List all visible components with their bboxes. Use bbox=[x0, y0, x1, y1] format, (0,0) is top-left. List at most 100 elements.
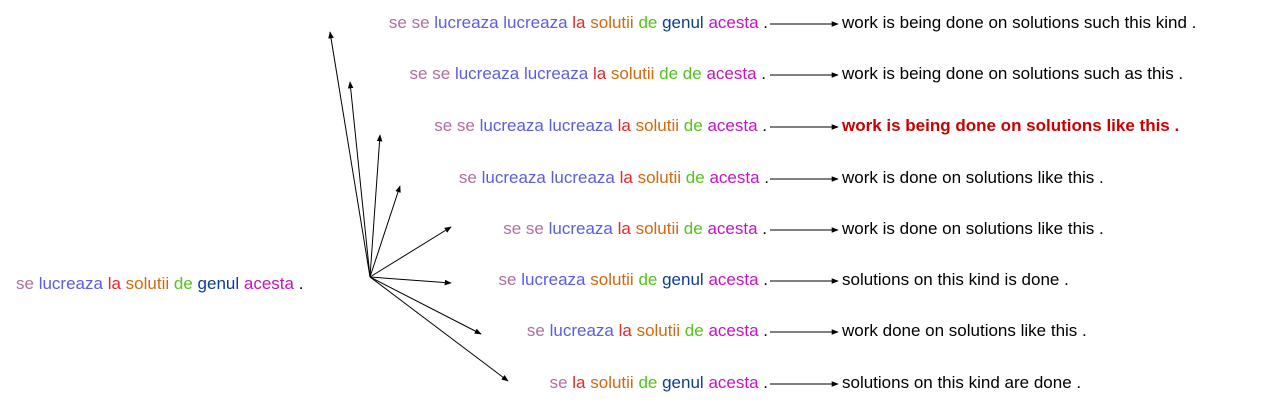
source-token: la bbox=[107, 274, 121, 293]
variant-sentence: se lucreaza la solutii de acesta . bbox=[527, 321, 768, 341]
variant-token: lucreaza bbox=[521, 270, 586, 289]
variant-token: lucreaza bbox=[481, 168, 546, 187]
variant-sentence: se se lucreaza lucreaza la solutii de de… bbox=[410, 64, 766, 84]
variant-token: lucreaza bbox=[479, 116, 544, 135]
branch-arrow bbox=[369, 276, 482, 335]
translation: work is being done on solutions such as … bbox=[842, 64, 1184, 83]
variant-token: se bbox=[388, 13, 407, 32]
variant-token: de bbox=[638, 270, 658, 289]
variant-token: solutii bbox=[635, 116, 680, 135]
branch-arrow bbox=[328, 31, 371, 278]
variant-token: lucreaza bbox=[523, 64, 589, 83]
variant-sentence: se se lucreaza lucreaza la solutii de ge… bbox=[389, 13, 768, 33]
branch-arrow bbox=[369, 185, 401, 278]
variant-token: acesta bbox=[708, 270, 759, 289]
variant-token: de bbox=[683, 116, 703, 135]
translation: solutions on this kind is done . bbox=[842, 270, 1069, 289]
variant-token: se bbox=[409, 64, 428, 83]
translation: solutions on this kind are done . bbox=[842, 373, 1082, 392]
translation: work done on solutions like this . bbox=[842, 321, 1087, 340]
variant-token: acesta bbox=[708, 373, 759, 392]
variant-token: la bbox=[572, 13, 586, 32]
variant-token: . bbox=[762, 219, 767, 238]
variant-token: de bbox=[685, 168, 705, 187]
best-translation: work is being done on solutions like thi… bbox=[842, 116, 1180, 135]
variant-sentence: se lucreaza lucreaza la solutii de acest… bbox=[459, 168, 769, 188]
branch-arrow bbox=[369, 276, 452, 286]
source-token: lucreaza bbox=[38, 274, 103, 293]
variant-token: de bbox=[684, 321, 704, 340]
variant-token: la bbox=[617, 219, 631, 238]
variant-sentence: se se lucreaza lucreaza la solutii de ac… bbox=[434, 116, 767, 136]
variant-token: se bbox=[525, 219, 544, 238]
variant-token: solutii bbox=[590, 373, 634, 392]
variant-token: genul bbox=[662, 13, 704, 32]
translation: work is done on solutions like this . bbox=[842, 168, 1104, 187]
source-token: genul bbox=[197, 274, 240, 293]
variant-token: lucreaza bbox=[548, 116, 613, 135]
variant-token: solutii bbox=[635, 219, 680, 238]
variant-sentence: se la solutii de genul acesta . bbox=[550, 373, 768, 393]
source-token: . bbox=[298, 274, 304, 293]
variant-token: . bbox=[763, 270, 768, 289]
branch-arrow bbox=[369, 276, 509, 382]
variant-token: . bbox=[763, 321, 768, 340]
variant-token: . bbox=[761, 64, 766, 83]
variant-token: se bbox=[526, 321, 545, 340]
branch-arrow bbox=[369, 134, 383, 278]
variant-token: lucreaza bbox=[550, 168, 615, 187]
variant-token: lucreaza bbox=[549, 321, 614, 340]
variant-token: se bbox=[549, 373, 568, 392]
variant-token: genul bbox=[662, 373, 704, 392]
variant-token: la bbox=[619, 168, 633, 187]
variant-token: solutii bbox=[637, 168, 682, 187]
variant-token: lucreaza bbox=[454, 64, 520, 83]
variant-token: solutii bbox=[590, 13, 634, 32]
source-token: se bbox=[16, 274, 34, 293]
variant-token: se bbox=[498, 270, 517, 289]
translation: work is being done on solutions such thi… bbox=[842, 13, 1197, 32]
variant-token: de bbox=[638, 13, 658, 32]
variant-sentence: se lucreaza solutii de genul acesta . bbox=[499, 270, 768, 290]
variant-token: genul bbox=[662, 270, 704, 289]
variant-token: acesta bbox=[706, 64, 757, 83]
variant-token: . bbox=[763, 373, 768, 392]
variant-token: de bbox=[682, 64, 702, 83]
variant-token: se bbox=[503, 219, 522, 238]
variant-token: acesta bbox=[708, 321, 759, 340]
variant-token: se bbox=[411, 13, 430, 32]
variant-token: acesta bbox=[709, 168, 760, 187]
variant-token: solutii bbox=[636, 321, 681, 340]
variant-token: . bbox=[764, 168, 769, 187]
source-token: solutii bbox=[125, 274, 170, 293]
variant-token: se bbox=[432, 64, 451, 83]
variant-token: . bbox=[763, 13, 768, 32]
branch-arrow bbox=[347, 81, 371, 278]
variant-token: lucreaza bbox=[503, 13, 568, 32]
variant-token: de bbox=[659, 64, 679, 83]
variant-token: se bbox=[458, 168, 477, 187]
variant-token: acesta bbox=[707, 116, 758, 135]
variant-token: la bbox=[572, 373, 586, 392]
variant-token: . bbox=[762, 116, 767, 135]
variant-token: la bbox=[617, 116, 631, 135]
translation: work is done on solutions like this . bbox=[842, 219, 1104, 238]
variant-token: acesta bbox=[708, 13, 759, 32]
branch-arrow bbox=[369, 226, 452, 278]
variant-token: la bbox=[618, 321, 632, 340]
variant-token: solutii bbox=[590, 270, 634, 289]
source-token: acesta bbox=[243, 274, 294, 293]
variant-token: solutii bbox=[610, 64, 655, 83]
variant-token: la bbox=[592, 64, 607, 83]
source-sentence: se lucreaza la solutii de genul acesta . bbox=[16, 274, 303, 294]
variant-sentence: se se lucreaza la solutii de acesta . bbox=[503, 219, 767, 239]
variant-token: lucreaza bbox=[548, 219, 613, 238]
variant-token: de bbox=[683, 219, 703, 238]
variant-token: acesta bbox=[707, 219, 758, 238]
variant-token: lucreaza bbox=[434, 13, 499, 32]
variant-token: se bbox=[434, 116, 453, 135]
variant-token: se bbox=[456, 116, 475, 135]
source-token: de bbox=[173, 274, 193, 293]
